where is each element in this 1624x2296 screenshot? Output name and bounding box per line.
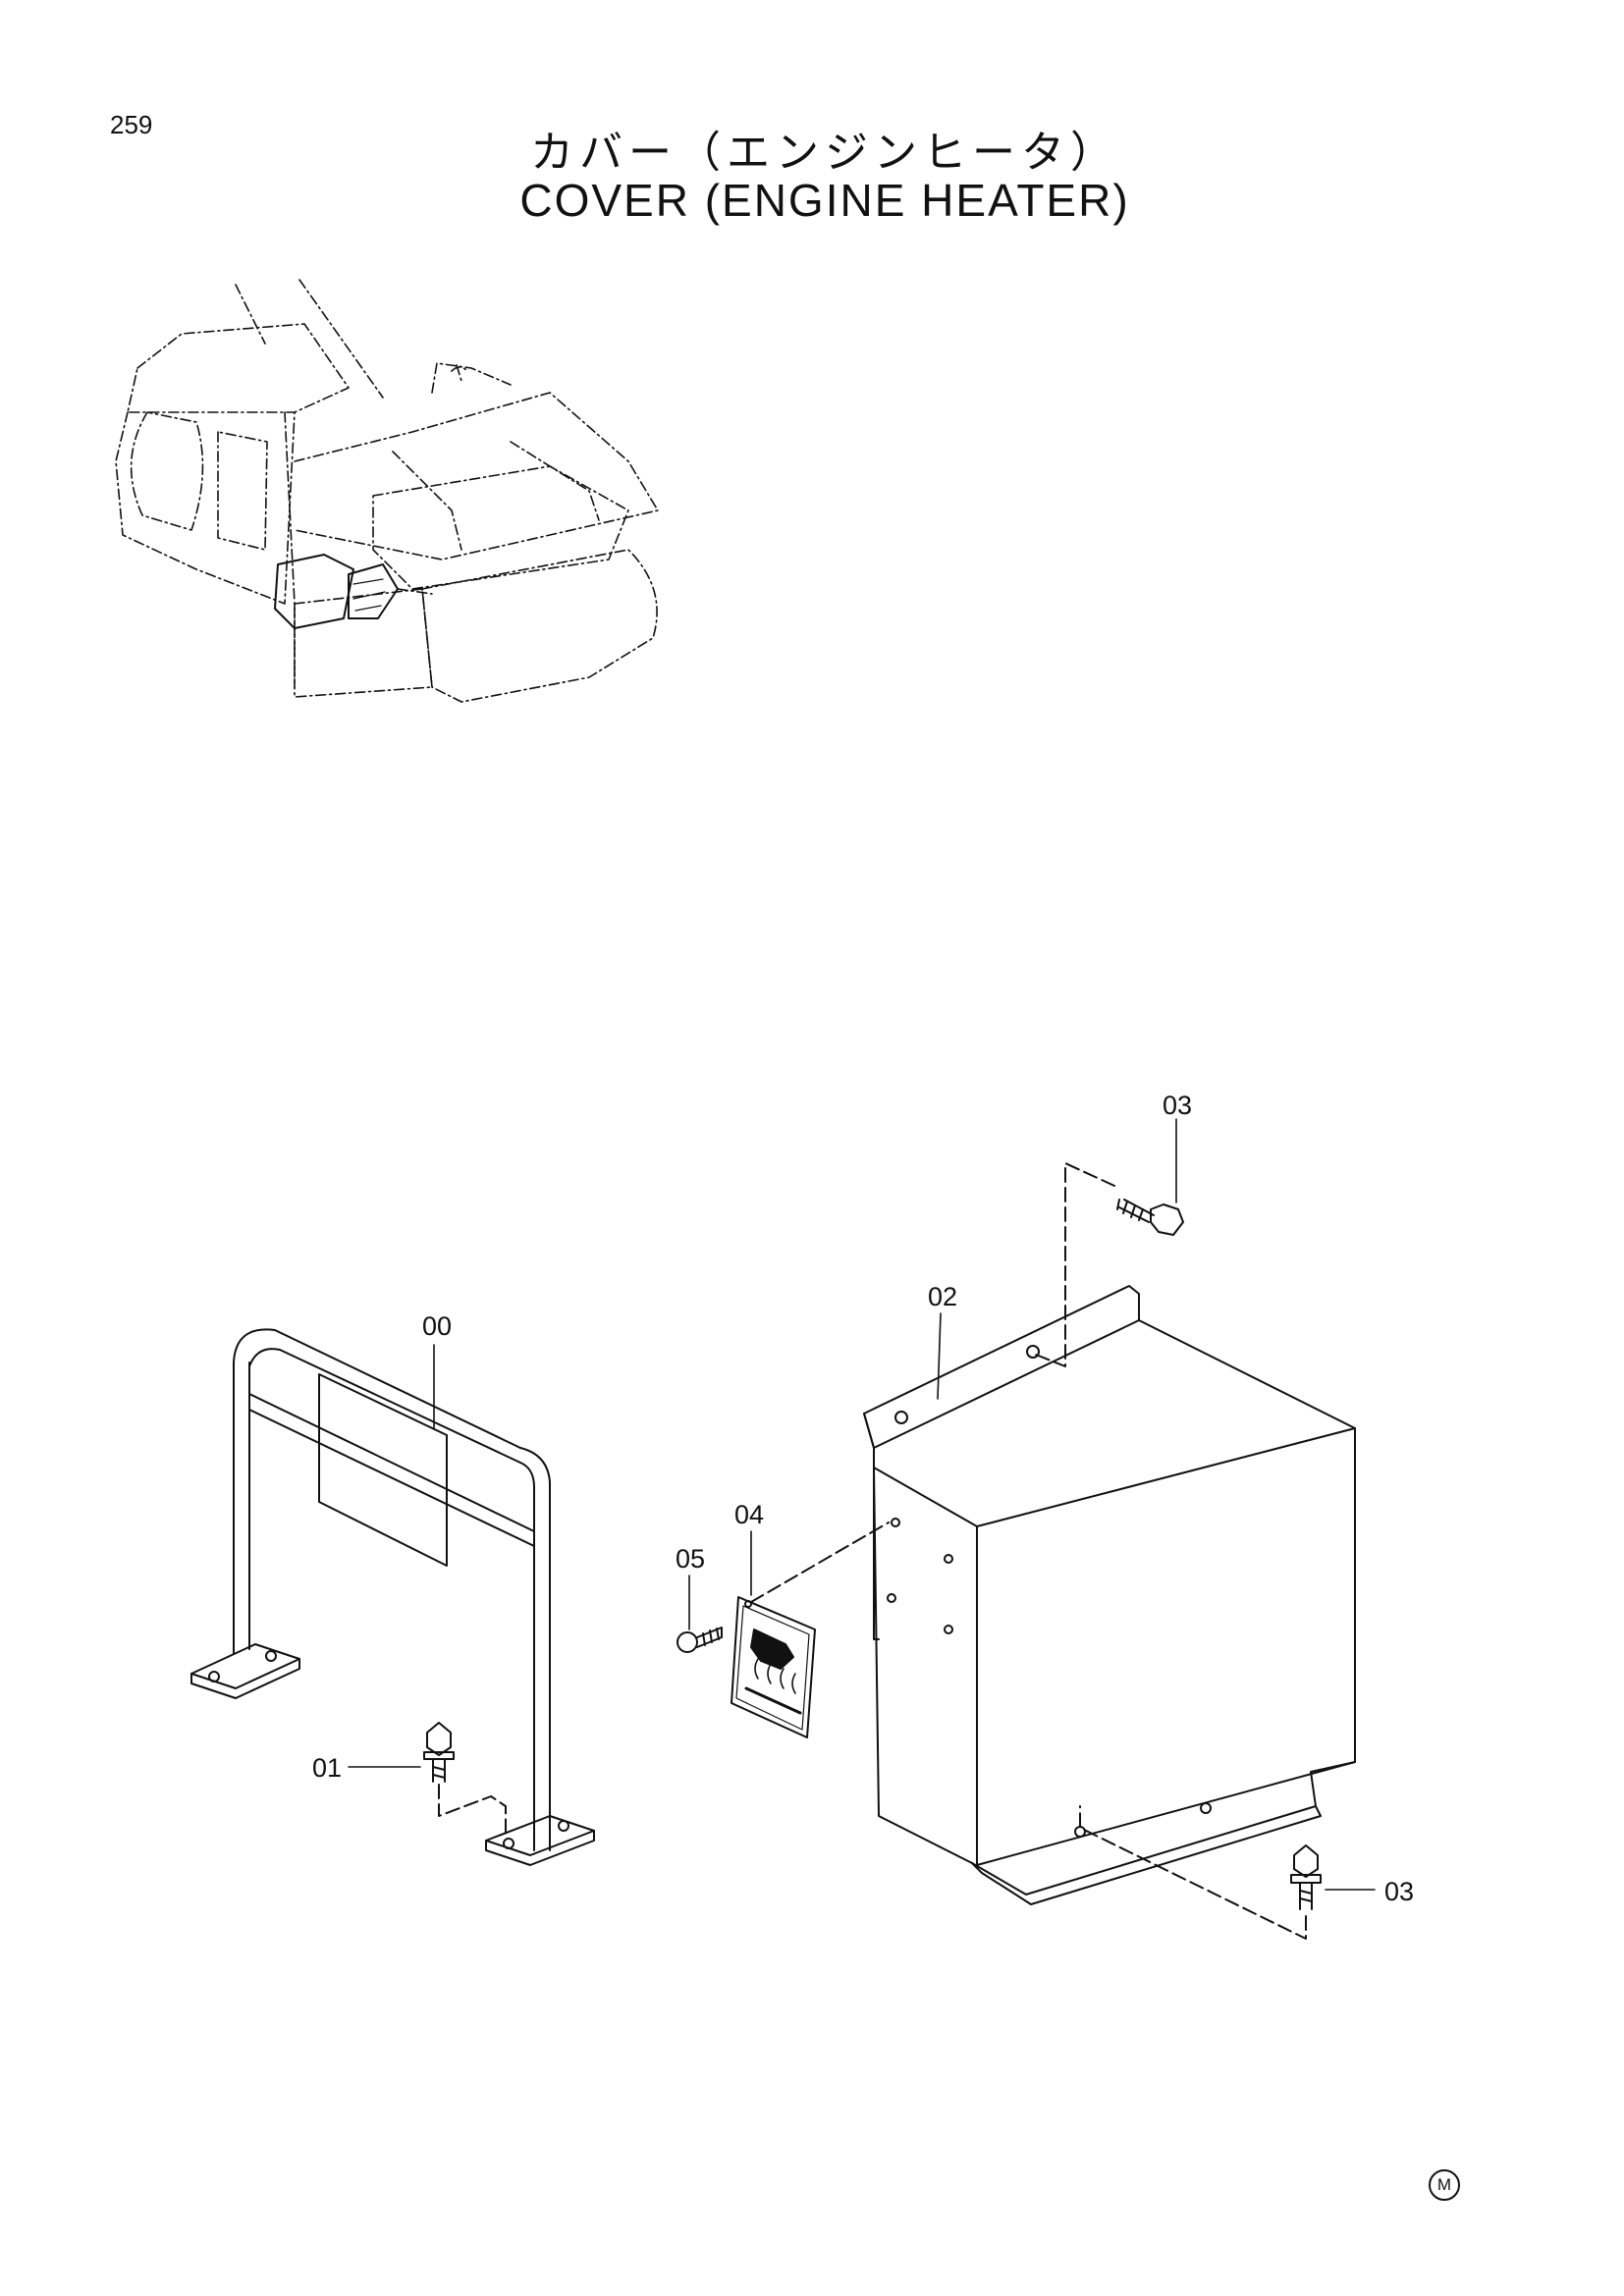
guard-rail-part: [190, 1328, 595, 1866]
label-screw-part: [677, 1627, 723, 1653]
title-english: COVER (ENGINE HEATER): [519, 174, 1130, 226]
leader-lines: [348, 1118, 1376, 1891]
callout-03-bottom: 03: [1384, 1877, 1414, 1906]
warning-label-part: [731, 1522, 890, 1738]
callout-labels: 00 01 02 03 03 04 05: [312, 1091, 1414, 1906]
title-japanese: カバー（エンジンヒータ）: [530, 128, 1119, 178]
cover-part: [863, 1285, 1356, 1905]
callout-05: 05: [676, 1544, 705, 1574]
callout-04: 04: [734, 1500, 764, 1529]
callout-00: 00: [422, 1311, 452, 1341]
cover-bottom-bolt-part: [1079, 1805, 1322, 1940]
callout-02: 02: [928, 1282, 957, 1311]
manufacturer-mark: M: [1429, 2169, 1460, 2201]
callout-01: 01: [312, 1753, 342, 1783]
rail-bolt-part: [423, 1722, 507, 1837]
cover-top-bolt-part: [1035, 1162, 1184, 1367]
page-title: カバー（エンジンヒータ） COVER (ENGINE HEATER): [432, 130, 1218, 225]
page-number: 259: [110, 110, 153, 139]
callout-03-top: 03: [1163, 1091, 1192, 1120]
machine-overview: [115, 279, 659, 703]
